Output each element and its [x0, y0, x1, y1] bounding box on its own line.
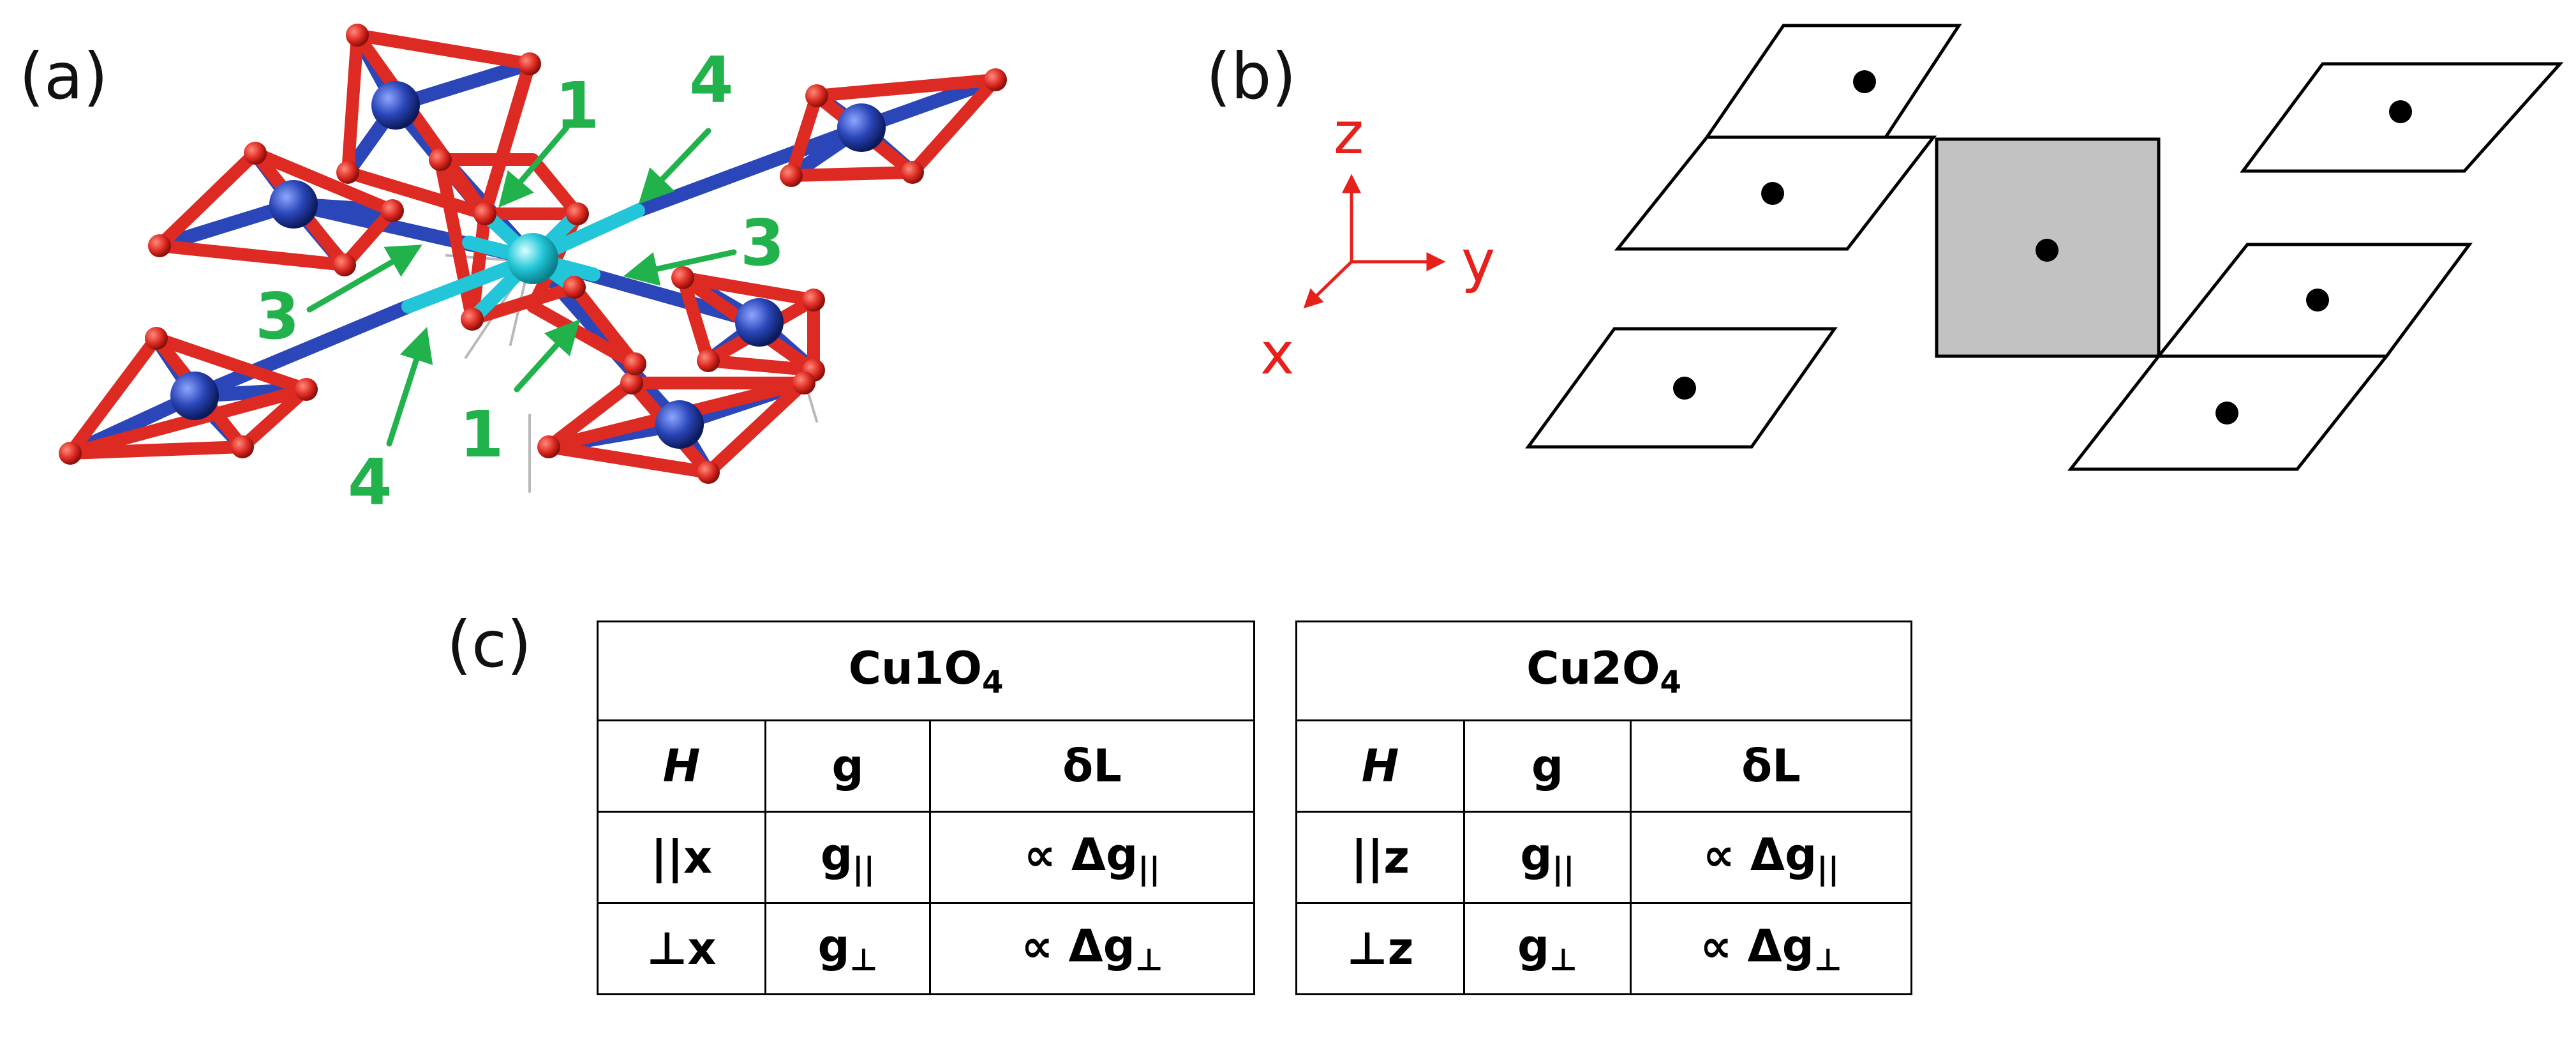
table-title: Cu2O4: [1295, 621, 1912, 721]
arrow-label-3-left: 3: [255, 279, 300, 354]
bond-arrows: [306, 124, 737, 447]
arrow-1-top: [498, 124, 570, 208]
header-dl: δL: [929, 719, 1255, 813]
arrow-1-bottom: [514, 319, 581, 393]
cell-g: g⊥: [764, 902, 931, 995]
cell-h: ||z: [1295, 811, 1465, 904]
table-row: ⊥x g⊥ ∝ Δg⊥: [597, 902, 1255, 995]
panel-b-label: (b): [1206, 39, 1297, 114]
header-h: H: [597, 719, 766, 813]
panel-a-label: (a): [19, 39, 108, 114]
table-row: ||x g|| ∝ Δg||: [597, 811, 1255, 904]
arrow-label-1-top: 1: [555, 68, 600, 143]
cell-h: ⊥x: [597, 902, 766, 995]
plaquette-dot: [1673, 377, 1696, 400]
arrow-label-4-top: 4: [689, 43, 734, 117]
cell-h: ⊥z: [1295, 902, 1465, 995]
table-row: ||z g|| ∝ Δg||: [1295, 811, 1912, 904]
axis-triad: [1303, 174, 1446, 309]
y-axis-label: y: [1461, 228, 1495, 295]
plaquette-dot: [2215, 402, 2238, 425]
arrow-4-bottom: [386, 327, 433, 447]
x-axis-label: x: [1260, 320, 1294, 387]
plaquette-dot: [1761, 182, 1784, 205]
cu1-center-atom: [507, 233, 558, 284]
table-row: ⊥z g⊥ ∝ Δg⊥: [1295, 902, 1912, 995]
plaquette-dot: [2306, 289, 2329, 312]
cell-g: g||: [764, 811, 931, 904]
cell-g: g||: [1463, 811, 1632, 904]
cell-dl: ∝ Δg⊥: [1630, 902, 1912, 995]
arrow-label-4-bottom: 4: [348, 445, 392, 520]
panel-c-label: (c): [447, 607, 532, 682]
arrow-label-1-bottom: 1: [459, 397, 504, 472]
cell-dl: ∝ Δg||: [1630, 811, 1912, 904]
plaquette-dot: [2389, 100, 2412, 123]
plaquette-dot: [2036, 239, 2059, 262]
header-g: g: [1463, 719, 1632, 813]
arrow-3-left: [306, 244, 422, 313]
plaquette-panel-b: z y x: [1260, 24, 2564, 471]
plaquette-top-left-upper: [1704, 24, 1962, 139]
arrow-label-3-right: 3: [740, 206, 785, 280]
x-axis-arrow: [1303, 260, 1353, 309]
z-axis-label: z: [1334, 100, 1364, 167]
plaquette-dot: [1853, 70, 1876, 93]
cell-dl: ∝ Δg⊥: [929, 902, 1255, 995]
arrow-3-right: [623, 249, 737, 286]
header-h: H: [1295, 719, 1465, 813]
table-title: Cu1O4: [597, 621, 1255, 721]
cell-h: ||x: [597, 811, 766, 904]
cell-g: g⊥: [1463, 902, 1632, 995]
header-g: g: [764, 719, 931, 813]
arrow-4-top: [638, 128, 711, 204]
cell-dl: ∝ Δg||: [929, 811, 1255, 904]
table-cu2o4: Cu2O4 H g δL ||z g|| ∝ Δg|| ⊥z g⊥ ∝ Δg⊥: [1295, 621, 1912, 995]
crystal-panel-a: 1 4 3 3 1 4: [59, 24, 1007, 520]
header-dl: δL: [1630, 719, 1912, 813]
table-cu1o4: Cu1O4 H g δL ||x g|| ∝ Δg|| ⊥x g⊥ ∝ Δg⊥: [597, 621, 1255, 995]
